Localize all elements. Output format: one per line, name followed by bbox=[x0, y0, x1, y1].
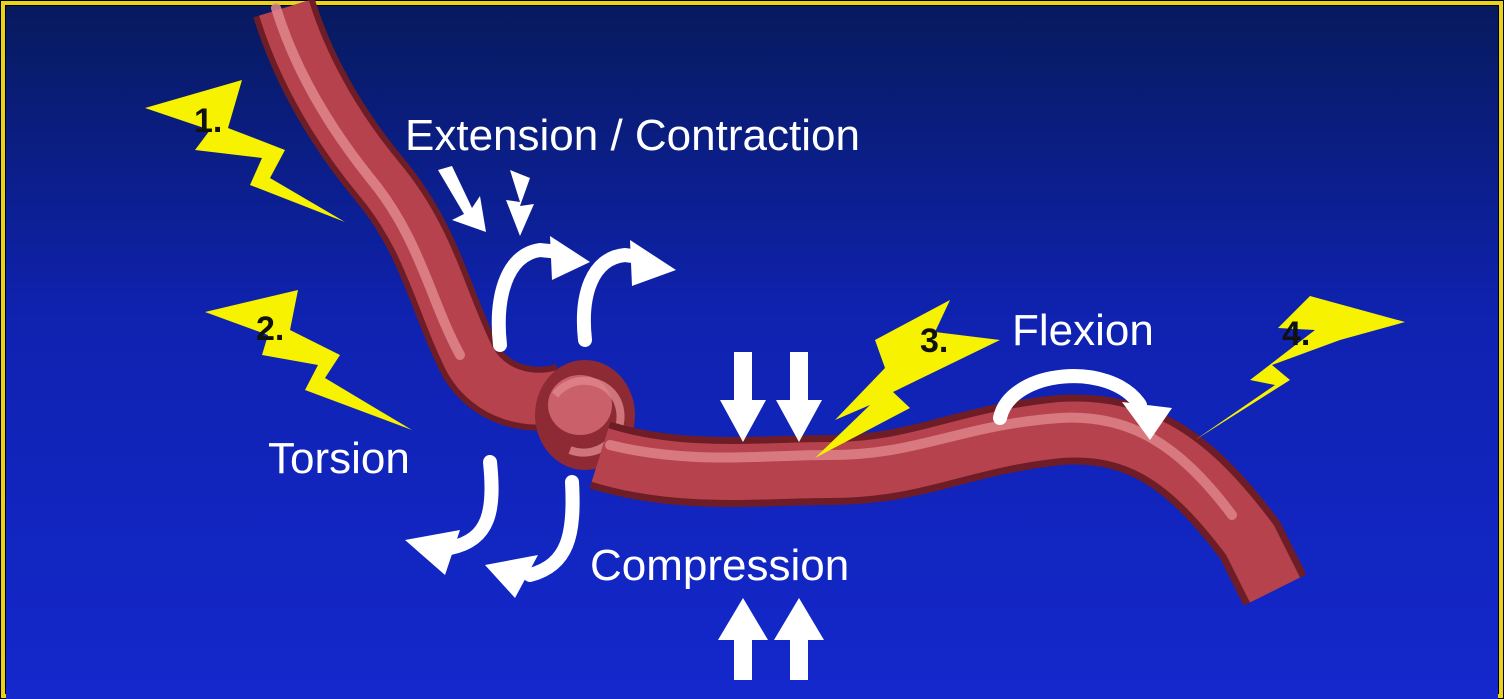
marker-4: 4. bbox=[1282, 315, 1310, 353]
marker-3: 3. bbox=[920, 322, 948, 360]
label-compression: Compression bbox=[590, 541, 849, 590]
marker-1: 1. bbox=[194, 102, 222, 140]
marker-2: 2. bbox=[256, 310, 284, 348]
label-extension-contraction: Extension / Contraction bbox=[405, 111, 860, 160]
label-torsion: Torsion bbox=[268, 434, 410, 483]
label-flexion: Flexion bbox=[1012, 306, 1154, 355]
